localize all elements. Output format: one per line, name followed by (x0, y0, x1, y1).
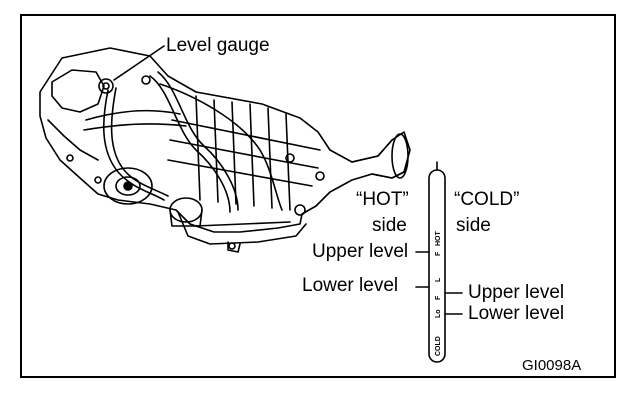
gauge-hot-f-text: F (435, 251, 442, 256)
level-gauge-label: Level gauge (166, 35, 270, 56)
hot-upper-level-label: Upper level (312, 241, 409, 262)
gauge-cold-lo-text: Lo (435, 309, 442, 318)
level-gauge-leader (113, 45, 165, 81)
cold-lower-level-label: Lower level (468, 303, 565, 324)
cold-upper-level-label: Upper level (468, 282, 565, 303)
hot-lower-level-label: Lower level (302, 275, 399, 296)
figure-frame (20, 14, 616, 378)
cold-side-label-line2: side (456, 215, 491, 236)
output-shaft-end (391, 133, 409, 179)
level-gauge-tube (102, 89, 165, 201)
drain-plug (227, 241, 241, 253)
transmission-housing (39, 47, 411, 233)
wire-harness (83, 109, 187, 131)
cold-side-label-line1: “COLD” (454, 189, 520, 210)
dipstick-markings: HOT F L F Lo COLD (435, 231, 442, 357)
level-gauge-handle (98, 78, 114, 94)
oil-pan (177, 211, 307, 245)
cooler-pipe-a (149, 75, 231, 213)
tail-housing (351, 139, 405, 179)
gauge-hot-l-text: L (435, 277, 442, 282)
gauge-cold-text: COLD (435, 336, 442, 356)
hot-side-label-line2: side (372, 215, 407, 236)
gauge-cold-f-text: F (435, 295, 442, 300)
front-case-bore (103, 167, 153, 205)
dipstick-blade (428, 169, 446, 363)
figure-code: GI0098A (522, 357, 582, 374)
cooler-pipe-b (159, 83, 283, 211)
hot-side-label-line1: “HOT” (356, 189, 409, 210)
gauge-hot-text: HOT (435, 231, 442, 247)
